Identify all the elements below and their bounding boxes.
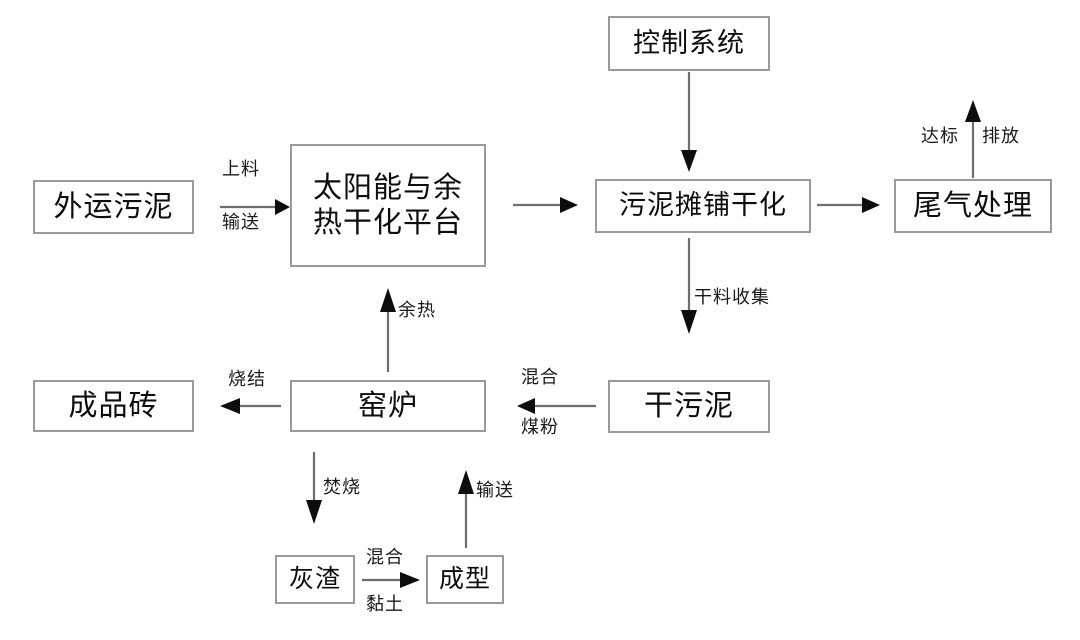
edge-label-yure: 余热: [398, 300, 436, 320]
node-chengxing[interactable]: 成型: [426, 555, 504, 604]
edge-label-shusong-chengxing: 输送: [476, 480, 514, 500]
edge-yaolu-to-pingtai: [380, 288, 396, 372]
node-weiqi-chuli[interactable]: 尾气处理: [894, 179, 1052, 233]
node-yaolu[interactable]: 窑炉: [290, 380, 486, 432]
edge-label-shusong: 输送: [222, 212, 260, 232]
edge-pingtai-to-tanpu: [513, 197, 578, 213]
edge-label-ganliao-shouji: 干料收集: [694, 287, 770, 307]
node-taiyangneng-pingtai[interactable]: 太阳能与余 热干化平台: [290, 144, 486, 267]
node-huizha[interactable]: 灰渣: [275, 555, 355, 604]
edge-label-dabiao: 达标: [921, 126, 959, 146]
edge-yaolu-to-chengpinzhuan: [220, 398, 281, 414]
edge-tanpu-to-ganwuni: [681, 238, 697, 334]
edge-label-shangliao: 上料: [222, 159, 260, 179]
edge-label-meifen: 煤粉: [521, 417, 559, 437]
node-wuni-tanpu-ganhua[interactable]: 污泥摊铺干化: [595, 179, 811, 233]
node-gan-wuni[interactable]: 干污泥: [608, 380, 770, 433]
edge-weiqi-to-paifang: [965, 100, 981, 178]
node-kongzhi-xitong[interactable]: 控制系统: [608, 16, 770, 71]
edge-label-paifang: 排放: [982, 126, 1020, 146]
edge-label-fenshao: 焚烧: [323, 477, 361, 497]
edge-kongzhi-to-tanpu: [681, 72, 697, 172]
node-chengpin-zhuan[interactable]: 成品砖: [33, 380, 194, 432]
edge-tanpu-to-weiqi: [817, 197, 880, 213]
edge-label-hunhe-meifen-top: 混合: [521, 367, 559, 387]
edge-label-shaojie: 烧结: [228, 369, 266, 389]
edge-huizha-to-chengxing: [362, 572, 420, 588]
node-waiyun-wuni[interactable]: 外运污泥: [33, 180, 194, 234]
edge-chengxing-to-yaolu: [458, 470, 474, 548]
edge-ganwuni-to-yaolu: [517, 398, 596, 414]
edge-label-hunhe-niantu-top: 混合: [366, 547, 404, 567]
edge-label-niantu: 黏土: [366, 594, 404, 614]
edge-yaolu-to-huizha: [306, 452, 322, 524]
